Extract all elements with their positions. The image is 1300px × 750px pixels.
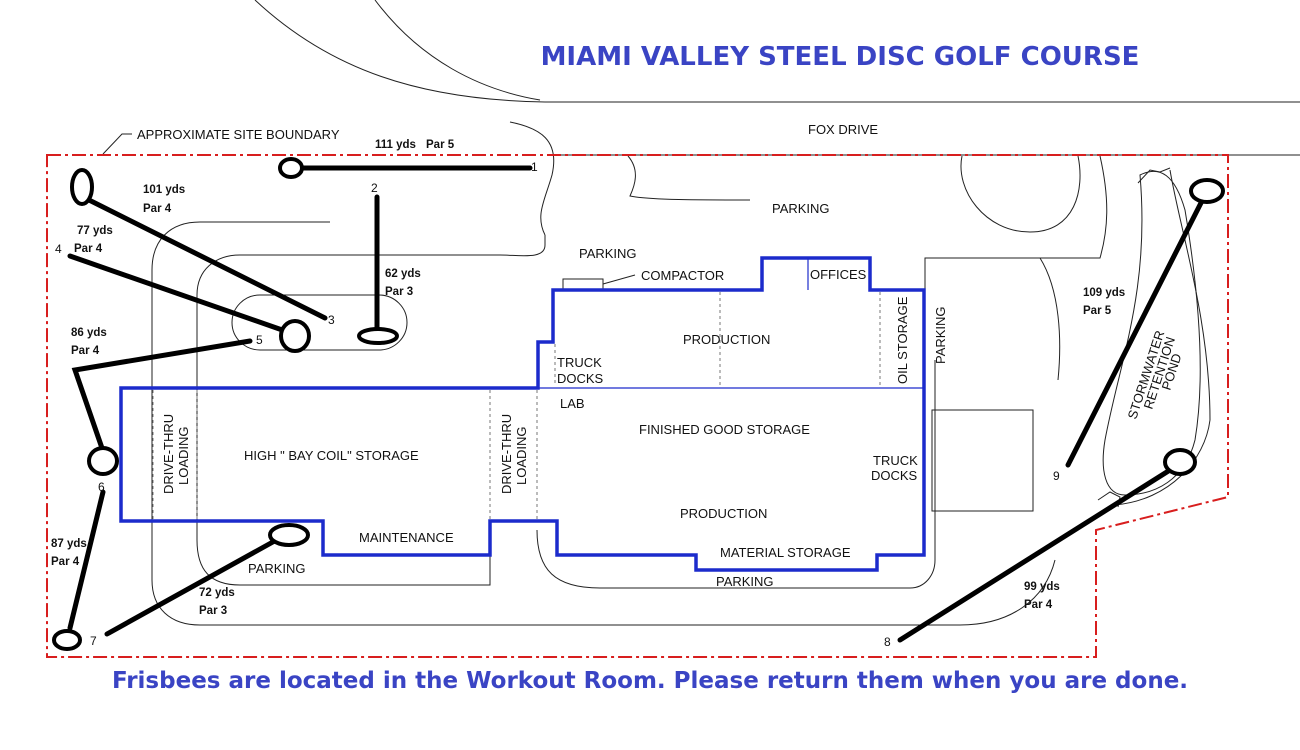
hole-4-yards: 77 yds: [77, 225, 113, 237]
map-labels: APPROXIMATE SITE BOUNDARY FOX DRIVE PARK…: [137, 122, 1184, 589]
parking-right-edge: [1039, 257, 1061, 381]
hole-4-number: 4: [55, 242, 62, 256]
label-fox-drive: FOX DRIVE: [808, 122, 878, 137]
fairway-3: [82, 195, 328, 321]
basket-8-tee7: [268, 523, 310, 547]
hole-5-yards: 86 yds: [71, 327, 107, 339]
hole-1-number: 1: [531, 160, 538, 174]
building-interior-lines: [538, 258, 924, 389]
label-offices: OFFICES: [810, 267, 867, 282]
hole-2-yards: 62 yds: [385, 268, 421, 280]
label-drive-thru-mid-1: DRIVE-THRU: [499, 414, 514, 494]
basket-3: [70, 168, 94, 206]
hole-8-par: Par 4: [1024, 599, 1053, 611]
baskets: [52, 157, 1225, 651]
label-truck-docks-left-1: TRUCK: [557, 355, 602, 370]
parking-lot-top-edge: [627, 155, 751, 201]
hole-1-par: Par 5: [426, 139, 455, 151]
label-truck-docks-left-2: DOCKS: [557, 371, 604, 386]
compactor-box: [562, 278, 604, 290]
driveway-right: [924, 155, 1108, 290]
compactor-pointer: [602, 274, 636, 285]
fairway-9: [1065, 192, 1208, 468]
footer-wrap: Frisbees are located in the Workout Room…: [0, 668, 1300, 694]
boundary-pointer: [102, 133, 132, 155]
hole-1-yards: 111 yds: [375, 139, 416, 151]
label-drive-thru-left-2: LOADING: [176, 426, 191, 485]
substation-box: [931, 409, 1034, 512]
label-finished-good-storage: FINISHED GOOD STORAGE: [639, 422, 810, 437]
hole-8-number: 8: [884, 635, 891, 649]
label-drive-thru-mid-2: LOADING: [514, 426, 529, 485]
label-parking-bottom-left: PARKING: [248, 561, 306, 576]
basket-2: [357, 327, 399, 345]
label-compactor: COMPACTOR: [641, 268, 724, 283]
building-dashed-lines: [152, 292, 881, 519]
label-drive-thru-left-1: DRIVE-THRU: [161, 414, 176, 494]
island-oval: [231, 294, 408, 351]
label-parking-left: PARKING: [579, 246, 637, 261]
island-top: [960, 155, 1081, 233]
basket-4: [279, 319, 311, 353]
road-linework: [102, 0, 1300, 626]
fairway-7: [104, 535, 283, 637]
label-production-top: PRODUCTION: [683, 332, 770, 347]
hole-4-par: Par 4: [74, 243, 103, 255]
building-outline: [119, 256, 926, 572]
hole-7-par: Par 3: [199, 605, 227, 617]
label-production-bottom: PRODUCTION: [680, 506, 767, 521]
label-maintenance: MAINTENANCE: [359, 530, 454, 545]
hole-5-number: 5: [256, 333, 263, 347]
hole-2-number: 2: [371, 181, 378, 195]
fairway-6: [67, 489, 106, 631]
hole-5-par: Par 4: [71, 345, 100, 357]
site-boundary: [46, 154, 1229, 658]
basket-6: [87, 446, 119, 476]
loop-road-inner: [196, 235, 546, 586]
pond-outer: [1114, 169, 1211, 506]
hole-9-yards: 109 yds: [1083, 287, 1125, 299]
hole-6-yards: 87 yds: [51, 538, 87, 550]
hole-3-yards: 101 yds: [143, 184, 185, 196]
fox-drive-edge: [509, 121, 555, 236]
main-building: [119, 256, 926, 572]
footer-notice: Frisbees are located in the Workout Room…: [111, 668, 1189, 694]
label-truck-docks-right-2: DOCKS: [871, 468, 918, 483]
hole-3-par: Par 4: [143, 203, 172, 215]
loop-road-right-inner: [536, 360, 936, 589]
label-oil-storage: OIL STORAGE: [895, 296, 910, 384]
label-truck-docks-right-1: TRUCK: [873, 453, 918, 468]
pond-inlet: [1137, 167, 1171, 184]
hole-8-yards: 99 yds: [1024, 581, 1060, 593]
hole-7-number: 7: [90, 634, 97, 648]
label-material-storage: MATERIAL STORAGE: [720, 545, 851, 560]
label-parking-right: PARKING: [933, 306, 948, 364]
basket-8: [1163, 448, 1197, 476]
hole-3-number: 3: [328, 313, 335, 327]
hole-6-number: 6: [98, 480, 105, 494]
label-parking-top: PARKING: [772, 201, 830, 216]
label-site-boundary: APPROXIMATE SITE BOUNDARY: [137, 127, 340, 142]
basket-1: [278, 157, 304, 179]
hole-2-par: Par 3: [385, 286, 413, 298]
fairway-4: [67, 253, 291, 335]
road-curve-top: [254, 0, 1300, 103]
road-curve-entrance: [374, 0, 541, 101]
hole-9-par: Par 5: [1083, 305, 1112, 317]
fairway-5: [71, 338, 253, 454]
fairways: [67, 165, 1208, 643]
loop-road-outer: [151, 221, 1056, 626]
basket-7: [52, 629, 82, 651]
label-lab: LAB: [560, 396, 585, 411]
fairway-8: [897, 467, 1173, 643]
label-high-bay: HIGH " BAY COIL" STORAGE: [244, 448, 419, 463]
label-parking-bottom: PARKING: [716, 574, 774, 589]
basket-9: [1189, 178, 1225, 204]
hole-6-par: Par 4: [51, 556, 80, 568]
hole-9-number: 9: [1053, 469, 1060, 483]
hole-labels: 111 yds Par 5 1 2 62 yds Par 3 101 yds P…: [51, 139, 1125, 649]
hole-7-yards: 72 yds: [199, 587, 235, 599]
